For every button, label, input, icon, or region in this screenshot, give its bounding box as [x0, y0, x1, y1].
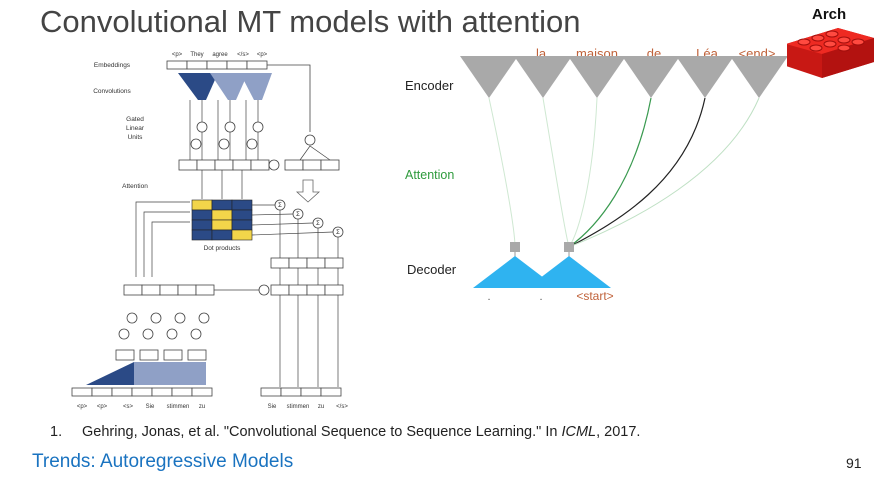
slide-title: Convolutional MT models with attention [40, 4, 581, 39]
output-token: stimmen [287, 404, 310, 410]
top-token: <p> [172, 52, 183, 58]
page-number: 91 [846, 455, 862, 471]
input-token: stimmen [167, 404, 190, 410]
citation-venue: ICML [561, 424, 597, 440]
output-token: </s> [336, 404, 348, 410]
target-token: la [536, 46, 547, 61]
output-token: zu [318, 404, 324, 410]
input-token: <p> [77, 404, 88, 410]
decoder-label: Decoder [407, 262, 457, 277]
citation-text: Gehring, Jonas, et al. "Convolutional Se… [82, 424, 562, 440]
citation-year: , 2017. [596, 424, 641, 440]
decoder-token: . [487, 291, 490, 303]
sigma-symbol: Σ [316, 221, 320, 227]
conv-filter [178, 73, 218, 100]
output-token: Sie [268, 404, 277, 410]
decoder-token-start: <start> [576, 289, 613, 303]
decoder-token: . [539, 291, 542, 303]
label-dot-products: Dot products [204, 245, 242, 252]
label-units: Units [128, 134, 144, 141]
input-token: <p> [97, 404, 108, 410]
input-token: zu [199, 404, 205, 410]
top-token: </s> [237, 52, 249, 58]
sigma-symbol: Σ [296, 212, 300, 218]
citation-number: 1. [50, 424, 63, 440]
target-token: . [485, 46, 489, 61]
attention-label: Attention [405, 168, 454, 182]
label-embeddings: Embeddings [94, 62, 131, 69]
attention-animation-figure: . la maison de Léa <end> Encoder Decoder… [397, 42, 787, 312]
label-linear: Linear [126, 125, 145, 132]
encoder-label: Encoder [405, 78, 454, 93]
top-token: <p> [257, 52, 268, 58]
label-gated: Gated [126, 116, 144, 123]
convs2s-architecture-diagram: Embeddings Convolutions Gated Linear Uni… [71, 52, 348, 410]
sigma-symbol: Σ [278, 203, 282, 209]
top-token: They [190, 52, 203, 58]
input-token: <s> [123, 404, 134, 410]
lego-brick-icon [786, 28, 874, 78]
label-attention: Attention [122, 183, 148, 190]
top-token: agree [212, 52, 228, 58]
citation: 1. Gehring, Jonas, et al. "Convolutional … [50, 424, 640, 440]
arch-tag: Arch [812, 6, 847, 23]
label-convolutions: Convolutions [93, 88, 131, 95]
sigma-symbol: Σ [336, 230, 340, 236]
footer-section-title: Trends: Autoregressive Models [32, 451, 294, 472]
input-token: Sie [146, 404, 155, 410]
